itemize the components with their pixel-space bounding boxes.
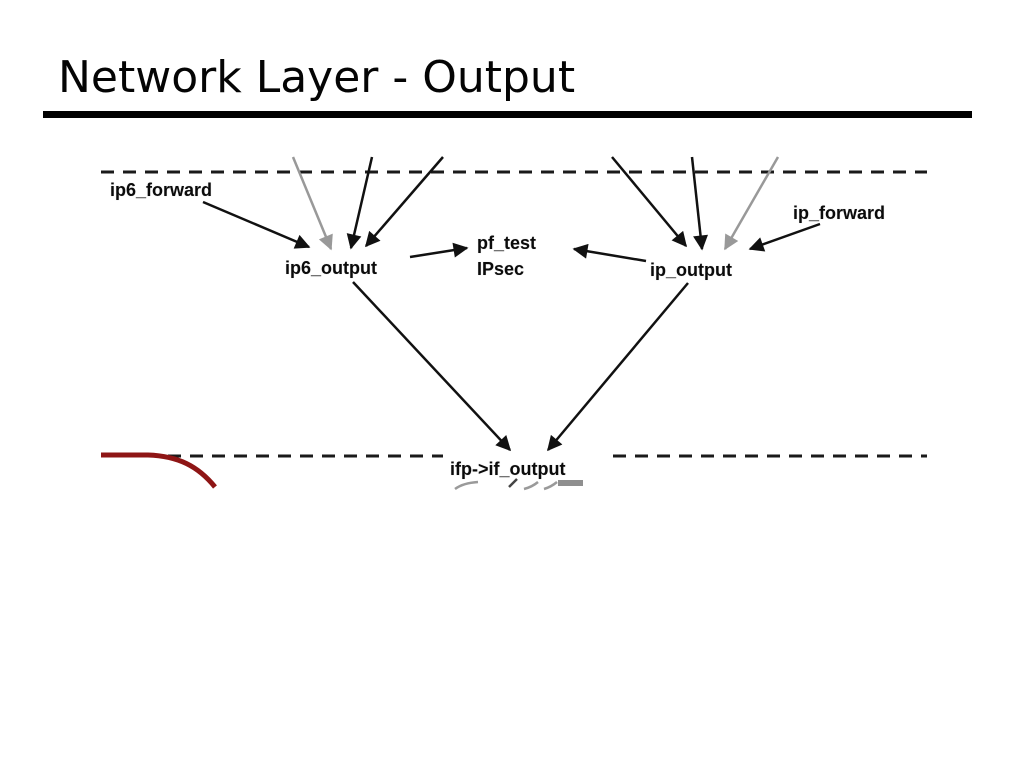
- node-if-output: ifp->if_output: [450, 459, 566, 479]
- edge-upper-to-ip6-output-2: [365, 156, 444, 248]
- edge-upper-to-ip6-output-1: [346, 156, 374, 250]
- edge-ip-output-to-if-output: [547, 282, 689, 452]
- node-ip-output: ip_output: [650, 260, 732, 280]
- edge-upper-to-ip-output-gray: [723, 156, 780, 251]
- edge-upper-to-ip-output-2: [690, 156, 708, 251]
- edge-upper-to-ip6-output-gray: [291, 156, 333, 251]
- node-ip6-forward: ip6_forward: [110, 180, 213, 200]
- slide-title: Network Layer - Output: [58, 52, 576, 103]
- node-ip6-output: ip6_output: [285, 258, 377, 278]
- ipsec-label: IPsec: [477, 259, 525, 279]
- edge-upper-to-ip-output-1: [611, 156, 687, 248]
- node-ip-forward: ip_forward: [793, 203, 886, 223]
- edge-ip6-forward-to-ip6-output: [202, 200, 311, 249]
- pf-test-label: pf_test: [477, 233, 537, 253]
- title-underline: [43, 111, 972, 118]
- red-annotation-arc: [101, 452, 217, 489]
- clipped-gray-arrow-marks: [454, 478, 583, 491]
- edge-ip-output-to-pf-test: [572, 243, 647, 263]
- edge-ip-forward-to-ip-output: [748, 222, 821, 252]
- node-pf-test-ipsec: pf_test IPsec: [477, 230, 536, 282]
- edge-ip6-output-to-pf-test: [409, 242, 469, 259]
- edge-ip6-output-to-if-output: [352, 281, 512, 452]
